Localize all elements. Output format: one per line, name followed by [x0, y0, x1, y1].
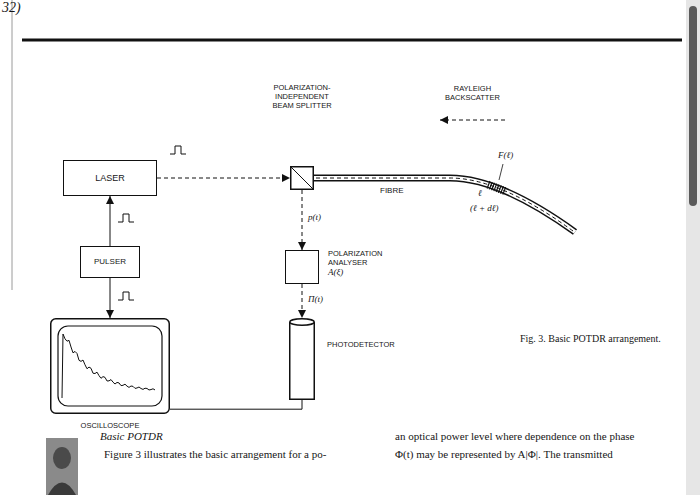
optical-path: [302, 190, 303, 250]
fibre-light-path: [316, 178, 573, 231]
trigger-wire: [110, 196, 111, 246]
part-name: POLARIZATION- INDEPENDENT BEAM SPLITTER: [264, 83, 340, 110]
pulse-symbol: [118, 214, 134, 222]
body-text: Φ(t) may be represented by A|Φ|. The tra…: [395, 448, 613, 461]
scope-case: [51, 319, 170, 414]
text-group: POLARIZATION- INDEPENDENT BEAM SPLITTER: [264, 83, 340, 110]
part-symbol: A(ξ): [328, 267, 382, 278]
part-name: OSCILLOSCOPE: [81, 421, 140, 430]
fibre-outline: [314, 178, 575, 232]
oscilloscope: OSCILLOSCOPE: [50, 318, 170, 414]
signal-label: RAYLEIGH BACKSCATTER: [445, 84, 500, 102]
header-rule: [22, 39, 682, 42]
pulse-symbol: [170, 146, 186, 154]
part-name: PHOTODETECTOR: [327, 340, 395, 349]
signal-wire: [170, 400, 302, 409]
trigger-wire: [110, 278, 111, 318]
splitter-diagonal: [291, 167, 314, 190]
optical-path: [157, 178, 290, 179]
polarization-analyser: POLARIZATION ANALYSERA(ξ): [285, 250, 319, 284]
page-edge: [12, 0, 13, 290]
text-group: PHOTODETECTOR: [327, 340, 395, 349]
backscatter-arrow: [440, 120, 505, 121]
pulser-box: PULSER: [80, 246, 140, 278]
author-photo: [46, 438, 78, 495]
text-group: OSCILLOSCOPE: [81, 421, 140, 430]
beam-splitter-outline: [290, 166, 314, 190]
text-group: POLARIZATION ANALYSERA(ξ): [328, 249, 382, 278]
text-group: PULSER: [81, 247, 139, 277]
fibre-core: [314, 178, 575, 232]
symbol-label: F(ℓ): [498, 150, 513, 161]
photo-shoulders: [48, 483, 76, 495]
part-label: FIBRE: [380, 186, 404, 196]
oscilloscope-outline: [50, 318, 170, 414]
optical-path: [302, 284, 303, 318]
part-name: POLARIZATION ANALYSER: [328, 249, 382, 267]
symbol-label: (ℓ + dℓ): [470, 203, 499, 214]
fibre-element-hatch: [488, 185, 506, 192]
pulse-symbol: [118, 292, 134, 300]
figure-caption: Fig. 3. Basic POTDR arrangement.: [520, 333, 661, 344]
part-name: LASER: [95, 173, 125, 184]
backscatter-trace: [62, 334, 155, 398]
photodetector-outline: [289, 318, 315, 400]
detector-window: [290, 319, 315, 326]
signal-label: Π(t): [308, 294, 323, 304]
body-text: an optical power level where dependence …: [395, 430, 634, 443]
body-text: Figure 3 illustrates the basic arrangeme…: [104, 448, 326, 461]
symbol-label: ℓ: [478, 188, 482, 199]
photodetector: PHOTODETECTOR: [289, 318, 315, 400]
signal-label: p(t): [308, 212, 321, 222]
part-name: PULSER: [94, 257, 126, 267]
beam-splitter: POLARIZATION- INDEPENDENT BEAM SPLITTER: [290, 166, 314, 190]
splitter-cube: [291, 167, 314, 190]
text-group: LASER: [64, 161, 156, 195]
leader-line: [499, 164, 503, 180]
scope-screen: [58, 326, 162, 406]
scrollbar-track: [686, 0, 700, 495]
photo-head: [53, 447, 71, 469]
laser-box: LASER: [63, 160, 157, 196]
section-heading: Basic POTDR: [100, 430, 163, 443]
scrollbar-thumb: [689, 6, 697, 206]
detector-body: [290, 322, 315, 399]
page-number: 32): [2, 0, 21, 17]
